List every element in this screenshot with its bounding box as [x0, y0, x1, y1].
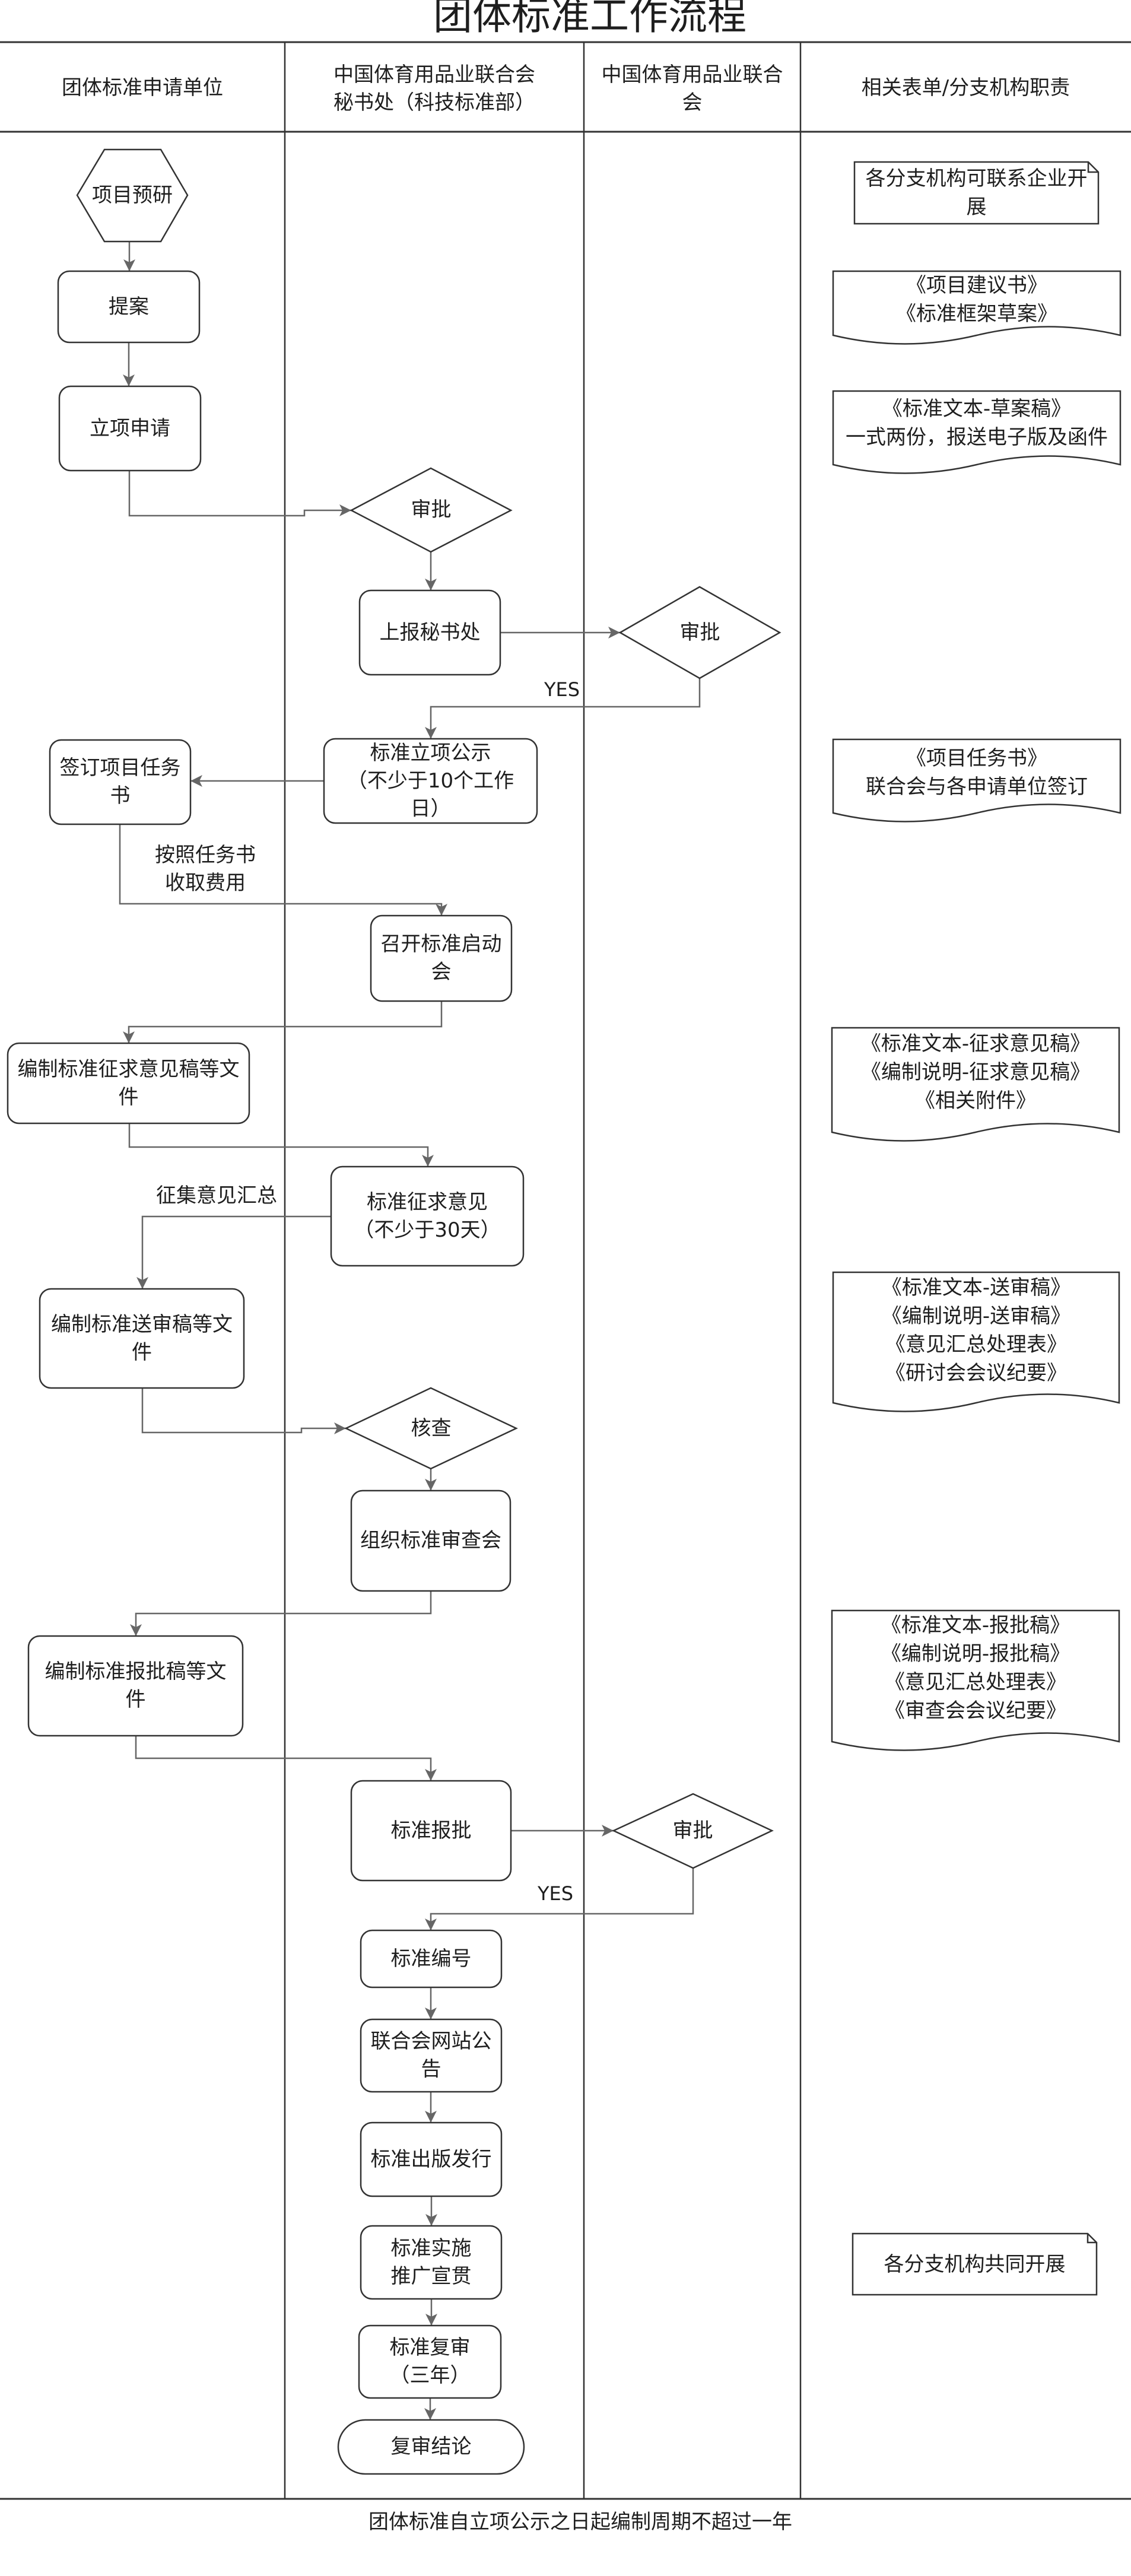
node-report-secretariat: 上报秘书处 [379, 620, 481, 644]
document-shape [832, 390, 1122, 474]
node-proposal: 提案 [109, 294, 149, 319]
node-project-announcement: 标准立项公示 （不少于10个工作 日） [347, 741, 514, 821]
decision-approval-3: 审批 [672, 1819, 713, 1843]
flow-shapes [7, 148, 781, 2475]
process-box [7, 1042, 250, 1125]
process-box [360, 2121, 503, 2197]
edge-label-yes: YES [537, 1882, 574, 1905]
lane-header-secretariat: 中国体育用品业联合会 秘书处（科技标准部） [333, 62, 535, 115]
note-branch-implementation: 各分支机构共同开展 [884, 2252, 1066, 2276]
doc-draft-text: 《标准文本-草案稿》 一式两份，报送电子版及函件 [846, 397, 1108, 449]
connector-arrow-yes [425, 678, 701, 739]
process-box [27, 1635, 244, 1737]
process-box [358, 589, 501, 676]
connector-arrow [123, 1001, 443, 1043]
decision-check: 核查 [411, 1416, 452, 1440]
process-box [358, 2324, 502, 2399]
node-implementation: 标准实施 推广宣贯 [390, 2236, 472, 2288]
node-review-meeting: 组织标准审查会 [360, 1529, 501, 1552]
decision-approval-2: 审批 [679, 620, 720, 644]
note-shape [852, 2232, 1098, 2296]
process-box [370, 914, 513, 1002]
forms-shapes [831, 161, 1122, 2296]
process-box [323, 738, 538, 824]
node-solicit-comments: 标准征求意见 （不少于30天） [354, 1190, 501, 1242]
document-shape [832, 738, 1122, 822]
decision-diamond [350, 467, 513, 553]
process-box [360, 1929, 503, 1989]
decision-diamond [344, 1387, 518, 1470]
connector-arrow [135, 1736, 437, 1781]
footer-note: 团体标准自立项公示之日起编制周期不超过一年 [368, 2510, 792, 2534]
node-draft-for-review: 编制标准送审稿等文 件 [51, 1312, 233, 1364]
connector-arrow-yes [425, 1868, 694, 1930]
process-box [58, 385, 202, 472]
connector-arrow [128, 471, 351, 517]
document-shape [832, 1271, 1120, 1412]
process-box [57, 270, 201, 344]
doc-review-draft: 《标准文本-送审稿》 《编制说明-送审稿》 《意见汇总处理表》 《研讨会会议纪要… [881, 1276, 1071, 1385]
connector-arrow [128, 1123, 434, 1167]
swimlane-grid [0, 41, 1131, 2500]
connectors [119, 242, 701, 2420]
node-submit-for-approval: 标准报批 [390, 1818, 472, 1843]
connector-arrow [141, 1388, 346, 1434]
doc-comments-draft: 《标准文本-征求意见稿》 《编制说明-征求意见稿》 《相关附件》 [860, 1032, 1091, 1113]
process-box [350, 1489, 512, 1592]
doc-project-proposal: 《项目建议书》 《标准框架草案》 [896, 274, 1057, 326]
process-box [39, 1288, 245, 1389]
connector-arrow [119, 824, 447, 916]
doc-approval-draft: 《标准文本-报批稿》 《编制说明-报批稿》 《意见汇总处理表》 《审查会会议纪要… [881, 1613, 1070, 1723]
node-standard-review: 标准复审 （三年） [389, 2336, 471, 2387]
process-box [49, 739, 192, 825]
page-title: 团体标准工作流程 [433, 0, 746, 39]
note-branch-research: 各分支机构可联系企业开 展 [865, 167, 1088, 219]
document-shape [831, 1609, 1120, 1751]
node-kickoff-meeting: 召开标准启动 会 [380, 932, 502, 984]
connector-arrow [136, 1215, 331, 1289]
node-project-application: 立项申请 [90, 416, 170, 440]
process-box [360, 2018, 503, 2093]
edge-label-collect-comments: 征集意见汇总 [156, 1183, 277, 1208]
lane-header-federation: 中国体育用品业联合 会 [601, 62, 783, 115]
decision-diamond [612, 1793, 774, 1869]
edge-label-fee-collection: 按照任务书 收取费用 [155, 843, 256, 895]
node-publication: 标准出版发行 [370, 2147, 492, 2171]
node-draft-for-comments: 编制标准征求意见稿等文 件 [17, 1057, 240, 1109]
node-project-research: 项目预研 [92, 183, 173, 207]
lane-header-applicant: 团体标准申请单位 [62, 75, 223, 100]
note-shape [853, 161, 1100, 225]
preparation-hexagon [76, 148, 189, 243]
terminator-pill [337, 2419, 525, 2475]
decision-diamond [618, 586, 781, 679]
note-fold-corner [1086, 2234, 1097, 2244]
node-website-announcement: 联合会网站公 告 [370, 2029, 492, 2081]
process-box [330, 1165, 525, 1267]
node-sign-task-book: 签订项目任务 书 [59, 756, 181, 808]
connector-arrow [130, 1591, 432, 1636]
node-draft-for-approval: 编制标准报批稿等文 件 [45, 1660, 227, 1711]
lane-header-forms: 相关表单/分支机构职责 [861, 75, 1070, 100]
note-fold-corner [1087, 162, 1098, 173]
decision-approval-1: 审批 [411, 498, 452, 522]
terminator-review-conclusion: 复审结论 [390, 2435, 472, 2459]
process-box [360, 2225, 503, 2300]
edge-label-yes: YES [544, 678, 580, 701]
node-standard-numbering: 标准编号 [390, 1946, 472, 1971]
document-shape [831, 1027, 1120, 1142]
doc-task-book: 《项目任务书》 联合会与各申请单位签订 [866, 747, 1088, 799]
document-shape [832, 270, 1122, 345]
process-box [350, 1780, 512, 1882]
